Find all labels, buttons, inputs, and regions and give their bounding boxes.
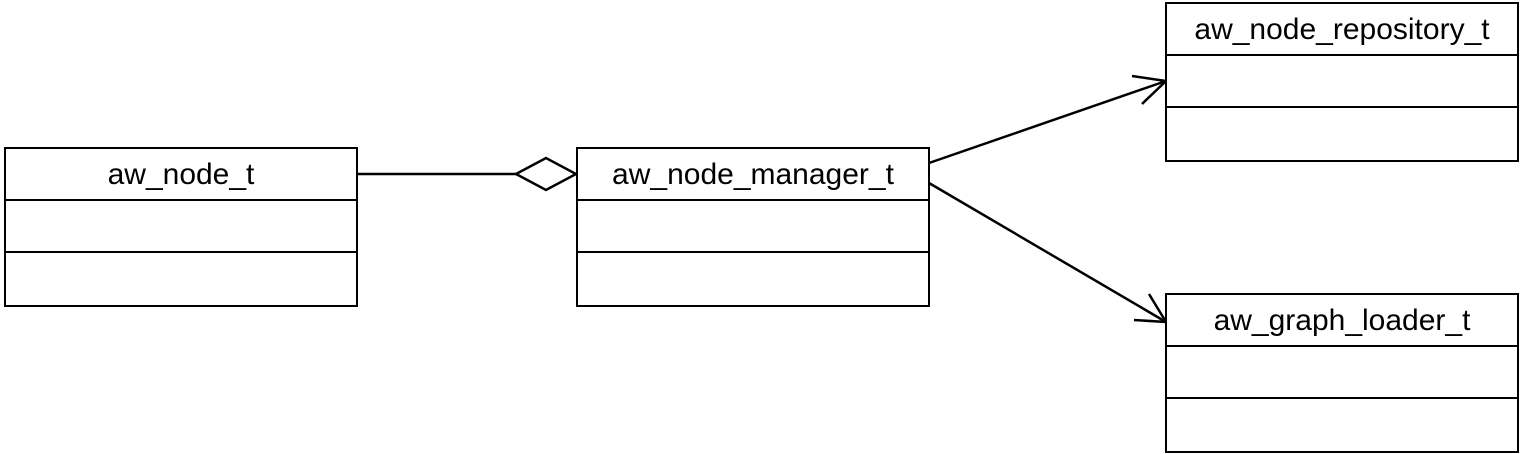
- class-name: aw_node_repository_t: [1167, 4, 1517, 56]
- association-line: [928, 181, 1167, 324]
- class-aw-node[interactable]: aw_node_t: [4, 147, 358, 307]
- class-operations-compartment: [6, 253, 356, 305]
- class-aw-graph-loader[interactable]: aw_graph_loader_t: [1165, 293, 1519, 453]
- class-operations-compartment: [1167, 108, 1517, 160]
- class-name: aw_node_manager_t: [578, 149, 928, 201]
- aggregation-node-to-manager: [357, 156, 579, 192]
- association-manager-to-loader: [928, 181, 1169, 324]
- class-aw-node-repository[interactable]: aw_node_repository_t: [1165, 2, 1519, 162]
- association-manager-to-repository: [928, 74, 1169, 165]
- class-name: aw_node_t: [6, 149, 356, 201]
- class-attributes-compartment: [1167, 56, 1517, 108]
- class-name: aw_graph_loader_t: [1167, 295, 1517, 347]
- class-attributes-compartment: [578, 201, 928, 253]
- aggregation-diamond: [513, 156, 579, 192]
- class-operations-compartment: [1167, 399, 1517, 451]
- class-attributes-compartment: [1167, 347, 1517, 399]
- class-attributes-compartment: [6, 201, 356, 253]
- association-line: [928, 79, 1167, 165]
- class-operations-compartment: [578, 253, 928, 305]
- class-aw-node-manager[interactable]: aw_node_manager_t: [576, 147, 930, 307]
